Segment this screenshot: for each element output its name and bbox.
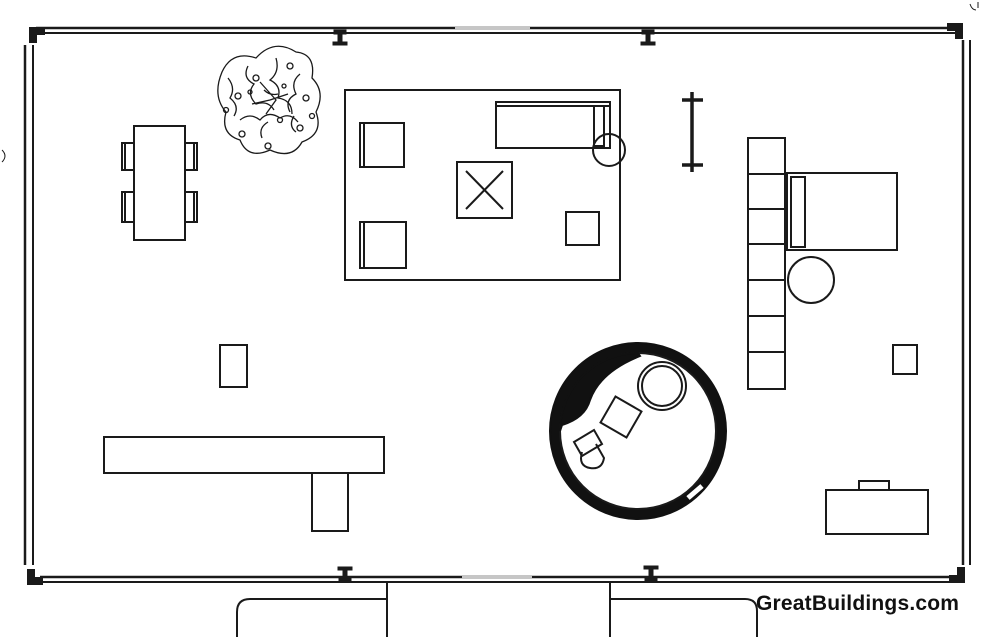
dining-table xyxy=(133,125,186,241)
side-table xyxy=(565,133,626,246)
side-table-left xyxy=(219,344,248,388)
bed-area xyxy=(786,172,898,251)
bathroom-cylinder xyxy=(549,342,727,520)
entrance-steps xyxy=(236,582,758,637)
fireplace xyxy=(559,351,642,432)
kitchen-counter xyxy=(103,436,385,532)
desk xyxy=(825,480,929,535)
dining-chairs xyxy=(121,142,198,223)
edge-marks xyxy=(1,2,979,163)
sculpture-stand xyxy=(682,92,703,172)
exterior-glass-wall xyxy=(23,26,971,583)
coffee-table xyxy=(456,161,513,219)
round-table xyxy=(787,256,835,304)
tree xyxy=(217,45,321,155)
watermark-text: GreatBuildings.com xyxy=(756,592,960,615)
steel-columns xyxy=(27,23,965,585)
lounge-chairs xyxy=(359,122,407,269)
living-area-rug xyxy=(344,89,621,281)
storage-cabinets xyxy=(747,137,786,390)
side-table-right xyxy=(892,344,918,375)
daybed xyxy=(495,101,611,149)
